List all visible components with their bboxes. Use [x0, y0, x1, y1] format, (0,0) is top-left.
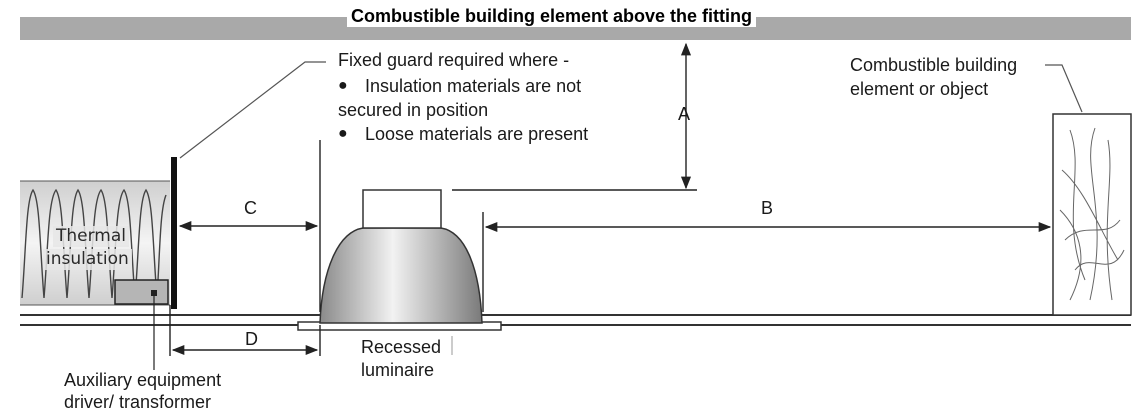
ceiling-board [20, 314, 1131, 326]
auxiliary-label-line-1: Auxiliary equipment [64, 370, 222, 390]
luminaire-label-line-2: luminaire [361, 360, 435, 380]
guard-bullet-1-line-1: Insulation materials are not [365, 76, 582, 96]
dimension-a [452, 42, 697, 191]
dimension-c-label: C [244, 198, 257, 218]
bullet-dot-icon: ● [338, 125, 348, 142]
recessed-luminaire [297, 189, 502, 331]
dimension-b [482, 212, 1052, 312]
combustible-object [1052, 113, 1132, 316]
combustible-ceiling-bar [20, 17, 1131, 40]
auxiliary-equipment-box [114, 279, 169, 305]
dimension-d-label: D [245, 329, 258, 349]
thermal-label-line-2: insulation [43, 249, 132, 270]
guard-leader-line [179, 61, 326, 159]
guard-bullet-1-line-2: secured in position [338, 100, 489, 120]
object-leader-line [1045, 64, 1083, 113]
auxiliary-connector-dot [151, 290, 157, 296]
diagram-title: Combustible building element above the f… [347, 5, 757, 27]
dimension-c [178, 140, 321, 312]
dimension-b-label: B [761, 198, 774, 218]
guard-bullet-2-line-1: Loose materials are present [365, 124, 589, 144]
bullet-dot-icon: ● [338, 77, 348, 94]
thermal-label-line-1: Thermal [53, 226, 130, 247]
object-label-line-1: Combustible building [850, 55, 1018, 75]
dimension-a-label: A [678, 104, 691, 124]
auxiliary-label-line-2: driver/ transformer [64, 392, 212, 412]
guard-heading: Fixed guard required where - [338, 50, 570, 70]
dimension-d [169, 305, 321, 356]
fixed-guard [171, 157, 177, 309]
luminaire-label-line-1: Recessed [361, 337, 442, 357]
object-label-line-2: element or object [850, 79, 989, 99]
